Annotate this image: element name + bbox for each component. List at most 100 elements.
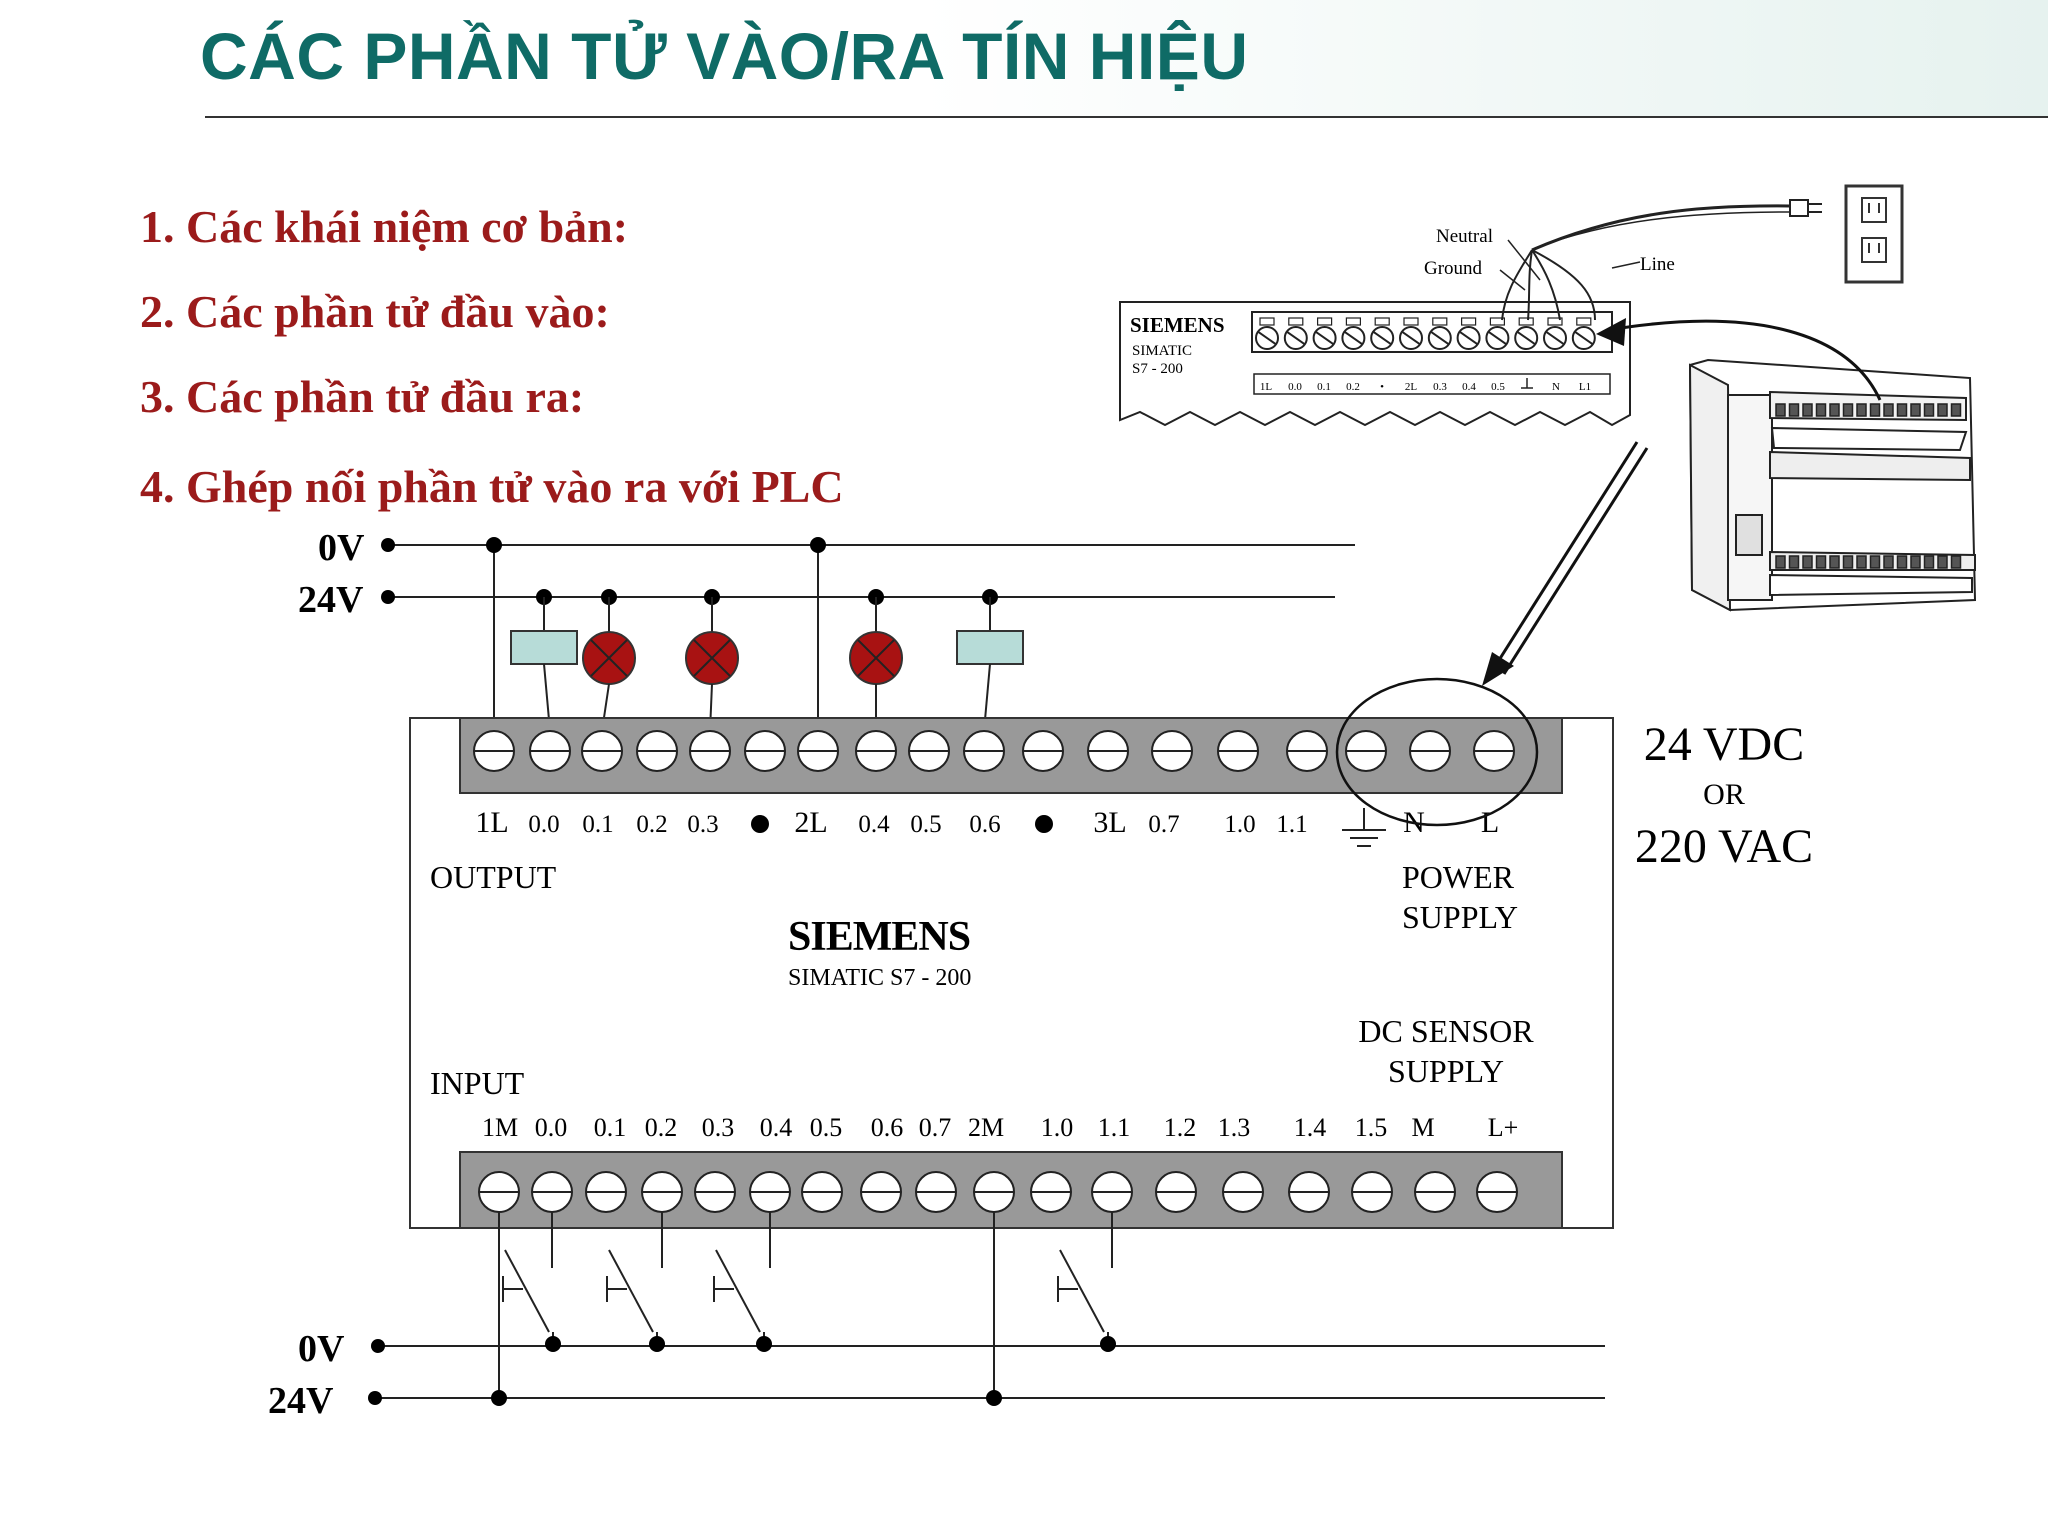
inset-terminal-label-1: 0.0 <box>1288 381 1302 393</box>
input-terminal-screw-0 <box>478 1171 520 1213</box>
output-terminal-label-3: 0.2 <box>636 811 667 838</box>
line-label: Line <box>1640 254 1675 275</box>
output-terminal-label-8: 0.5 <box>910 811 941 838</box>
slide-title: CÁC PHẦN TỬ VÀO/RA TÍN HIỆU <box>200 19 1249 93</box>
input-terminal-label-11: 1.1 <box>1098 1113 1131 1142</box>
inset-terminal-label-2: 0.1 <box>1317 381 1331 393</box>
input-terminal-label-2: 0.1 <box>594 1113 627 1142</box>
input-terminal-label-3: 0.2 <box>645 1113 678 1142</box>
input-terminal-screw-8 <box>915 1171 957 1213</box>
inset-screw-3 <box>1341 326 1366 350</box>
wall-outlet-icon <box>1844 184 1904 284</box>
output-terminal-screw-15 <box>1345 730 1387 772</box>
output-terminal-screw-13 <box>1217 730 1259 772</box>
output-terminal-label-0: 1L <box>475 806 508 839</box>
push-button-switch-icon <box>606 1212 665 1352</box>
output-terminal-screw-16 <box>1409 730 1451 772</box>
plc-body <box>409 717 1614 1229</box>
output-separator-dot <box>1035 815 1053 833</box>
input-terminal-label-8: 0.7 <box>919 1113 952 1142</box>
arrow-to-inset <box>1607 319 1882 401</box>
output-terminal-screw-17 <box>1473 730 1515 772</box>
inset-terminal-label-8: 0.5 <box>1491 381 1505 393</box>
dc-sensor-supply-line2: SUPPLY <box>1388 1053 1504 1089</box>
output-terminal-label-4: 0.3 <box>687 811 718 838</box>
input-terminal-label-7: 0.6 <box>871 1113 904 1142</box>
header-background <box>0 0 2048 118</box>
output-terminal-label-11: 3L <box>1093 806 1126 839</box>
input-rails: 0V 24V <box>268 1212 1605 1422</box>
inset-screw-10 <box>1543 326 1567 350</box>
arrow-to-power-head <box>1482 652 1514 686</box>
inset-terminal-label-3: 0.2 <box>1346 381 1360 393</box>
indicator-lamp-icon <box>849 631 903 685</box>
inset-screw-8 <box>1485 326 1510 350</box>
inset-screw-4 <box>1370 326 1395 350</box>
output-terminal-screw-12 <box>1151 730 1193 772</box>
inset-terminal-label-0: 1L <box>1260 381 1273 393</box>
input-terminal-label-9: 2M <box>968 1113 1004 1142</box>
inset-terminal-label-7: 0.4 <box>1462 381 1476 393</box>
inset-screw-5 <box>1399 326 1423 350</box>
inset-model-line2: S7 - 200 <box>1132 361 1183 377</box>
input-terminal-screw-17 <box>1476 1171 1518 1213</box>
relay-coil-icon <box>510 630 578 665</box>
inset-screw-11 <box>1571 326 1596 350</box>
output-terminal-screw-10 <box>1022 730 1064 772</box>
neutral-label: Neutral <box>1436 226 1493 247</box>
inset-screw-0 <box>1255 326 1279 350</box>
arrow-to-power <box>1492 441 1639 669</box>
inset-terminal-label-10: N <box>1552 381 1560 393</box>
output-terminal-screw-3 <box>636 730 678 772</box>
input-terminal-screw-1 <box>531 1171 573 1213</box>
power-terminals-highlight <box>1335 677 1539 827</box>
input-terminal-screw-5 <box>749 1171 791 1213</box>
input-terminal-screw-15 <box>1351 1171 1393 1213</box>
plc-brand: SIEMENS <box>788 914 970 960</box>
input-terminal-screw-16 <box>1414 1171 1456 1213</box>
plc-3d-sketch-icon <box>1688 358 1977 612</box>
input-terminal-label-4: 0.3 <box>702 1113 735 1142</box>
power-supply-line1: POWER <box>1402 859 1515 895</box>
input-terminal-screw-4 <box>694 1171 736 1213</box>
output-terminal-screw-8 <box>908 730 950 772</box>
input-terminal-screw-6 <box>801 1171 843 1213</box>
inset-screws <box>1255 317 1596 350</box>
input-terminal-label-6: 0.5 <box>810 1113 843 1142</box>
input-label: INPUT <box>430 1065 525 1101</box>
inset-screw-9 <box>1514 326 1539 350</box>
plc-model: SIMATIC S7 - 200 <box>788 965 971 991</box>
output-terminal-screw-6 <box>797 730 839 772</box>
topic-1: 1. Các khái niệm cơ bản: <box>140 201 629 252</box>
input-terminal-screw-9 <box>973 1171 1015 1213</box>
push-button-switch-icon <box>502 1212 561 1352</box>
push-button-switch-icon <box>713 1212 772 1352</box>
topic-3: 3. Các phần tử đầu ra: <box>140 371 585 422</box>
output-label: OUTPUT <box>430 859 557 895</box>
input-terminal-label-16: M <box>1411 1113 1434 1142</box>
output-terminal-screw-0 <box>473 730 515 772</box>
output-rails: 0V 24V <box>298 527 1355 732</box>
inset-brand: SIEMENS <box>1130 313 1225 337</box>
input-terminal-label-5: 0.4 <box>760 1113 793 1142</box>
relay-coil-icon <box>956 630 1024 665</box>
input-terminal-screw-11 <box>1091 1171 1133 1213</box>
output-terminal-screws <box>473 730 1515 772</box>
inset-ground-icon <box>1521 378 1533 389</box>
output-terminal-label-1: 0.0 <box>528 811 559 838</box>
output-terminal-screw-9 <box>963 730 1005 772</box>
inset-terminal-label-5: 2L <box>1405 381 1418 393</box>
title-underline <box>205 116 2048 118</box>
output-rail-24v-label: 24V <box>298 579 364 621</box>
input-terminal-screw-13 <box>1222 1171 1264 1213</box>
output-terminal-label-14: 1.1 <box>1276 811 1307 838</box>
ground-symbol-icon <box>1342 808 1386 847</box>
inset-terminal-label-6: 0.3 <box>1433 381 1447 393</box>
input-terminal-screw-12 <box>1155 1171 1197 1213</box>
plug <box>1789 199 1809 217</box>
